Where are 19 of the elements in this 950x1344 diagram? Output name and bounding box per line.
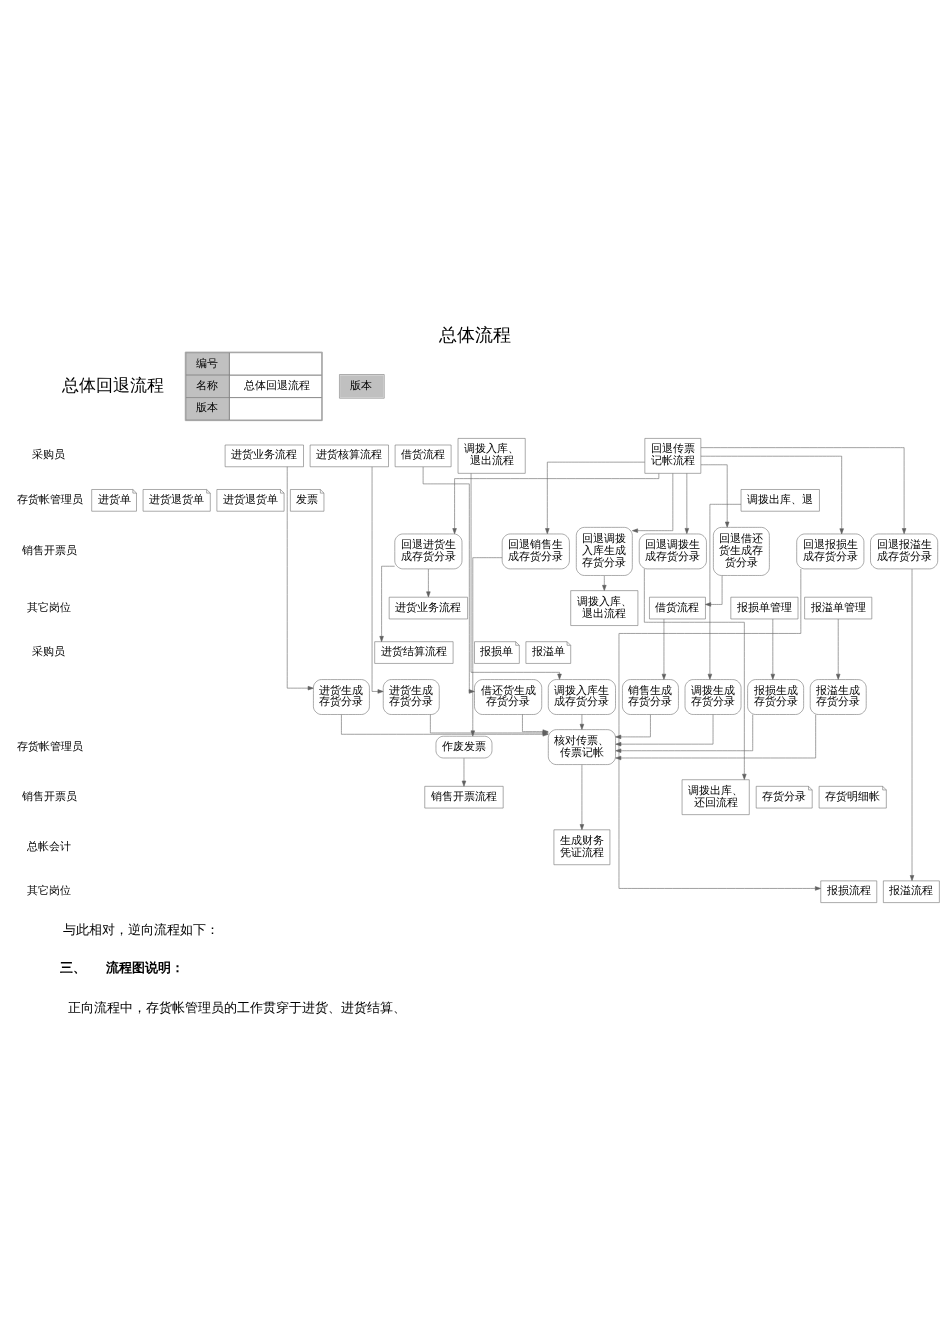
label: 销售开票员 xyxy=(21,543,77,556)
label: 版本 xyxy=(349,379,372,393)
label: 总体回退流程 xyxy=(243,378,310,391)
label: 总体回退流程 xyxy=(61,374,164,395)
label: 其它岗位 xyxy=(26,600,71,613)
label: 总帐会计 xyxy=(26,839,71,852)
label: 存货帐管理员 xyxy=(16,739,83,752)
label: 三、 xyxy=(59,960,86,976)
label: 与此相对，逆向流程如下： xyxy=(62,921,219,937)
label: 编号 xyxy=(195,356,218,370)
label: 销售开票员 xyxy=(21,789,77,802)
label: 名称 xyxy=(195,379,218,393)
label: 版本 xyxy=(195,401,218,415)
label: 采购员 xyxy=(31,645,65,658)
label: 采购员 xyxy=(31,448,65,461)
label: 流程图说明： xyxy=(105,960,184,976)
diagram-title: 总体流程 xyxy=(439,324,511,346)
label: 正向流程中，存货帐管理员的工作贯穿于进货、进货结算、 xyxy=(67,999,406,1015)
label: 其它岗位 xyxy=(26,884,71,897)
